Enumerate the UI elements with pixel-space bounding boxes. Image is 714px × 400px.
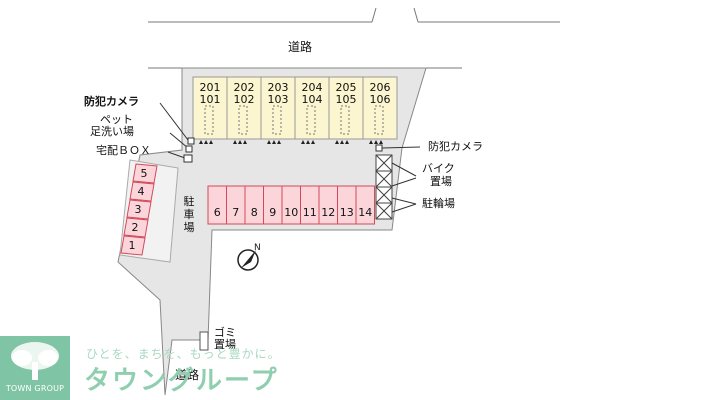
unit-lower-label: 105 (335, 93, 357, 106)
leader-line (167, 151, 186, 159)
unit-lower-label: 101 (199, 93, 221, 106)
logo-tagline: ひとを、まちを、もっと豊かに。 (86, 347, 281, 361)
road-edge-line (413, 7, 419, 23)
side-parking-space (132, 163, 158, 184)
unit-stairs (340, 105, 350, 135)
side-parking-space-number: 2 (131, 221, 139, 234)
camera-left-fixture (187, 137, 195, 145)
entrance-marker (233, 140, 237, 144)
road-edge-line (371, 7, 377, 23)
garbage-area (199, 331, 209, 351)
bike-parking-label-2: 置場 (430, 175, 452, 188)
side-parking-space-number: 5 (140, 167, 148, 180)
logo-name: タウングループ (84, 366, 279, 396)
bike-parking-boxes (375, 154, 393, 220)
entrance-marker (379, 140, 383, 144)
parking-space-number: 10 (284, 206, 299, 219)
side-parking-space-number: 3 (134, 203, 142, 216)
pet-wash-label-2: 足洗い場 (90, 125, 134, 138)
unit-lower-label: 102 (233, 93, 255, 106)
leader-line (391, 162, 417, 177)
unit-stairs (272, 105, 282, 135)
side-parking-space (129, 181, 155, 202)
road-bottom-label: 道路 (175, 368, 200, 382)
parking-space-number: 11 (302, 206, 317, 219)
entrance-marker (311, 140, 315, 144)
leader-line (391, 177, 417, 187)
pet-wash-fixture (185, 145, 193, 153)
parking-space (355, 185, 375, 225)
unit-upper-label: 205 (335, 81, 357, 94)
entrance-marker (267, 140, 271, 144)
unit-upper-label: 202 (233, 81, 255, 94)
leader-line (391, 197, 417, 205)
svg-text:N: N (254, 243, 261, 253)
leader-line (391, 203, 417, 213)
side-parking-space (120, 235, 146, 256)
entrance-marker (369, 140, 373, 144)
pet-wash-label-1: ペット (100, 113, 133, 126)
bike-parking-label-1: バイク (422, 162, 455, 175)
garbage-area-label: ゴミ置場 (214, 326, 236, 351)
parking-space-number: 6 (213, 206, 221, 219)
unit-stairs (204, 105, 214, 135)
parking-space-number: 7 (232, 206, 240, 219)
parking-space-number: 9 (269, 206, 277, 219)
side-parking-space-number: 1 (128, 239, 136, 252)
entrance-marker (204, 140, 208, 144)
camera-right-label: 防犯カメラ (428, 140, 483, 153)
unit-stairs (238, 105, 248, 135)
parking-space-number: 13 (339, 206, 354, 219)
delivery-box-fixture (183, 154, 193, 163)
entrance-marker (277, 140, 281, 144)
entrance-marker (209, 140, 213, 144)
tree-logo-icon (11, 342, 59, 380)
unit-stairs (374, 105, 384, 135)
entrance-marker (238, 140, 242, 144)
logo-caption: TOWN GROUP (5, 384, 65, 393)
unit-lower-label: 106 (369, 93, 391, 106)
unit-upper-label: 201 (199, 81, 221, 94)
side-parking-space (123, 217, 149, 238)
entrance-marker (335, 140, 339, 144)
town-group-logo (0, 336, 70, 400)
leader-line (169, 132, 189, 149)
entrance-marker (243, 140, 247, 144)
unit-upper-label: 204 (301, 81, 323, 94)
bicycle-parking-label: 駐輪場 (422, 197, 455, 210)
entrance-marker (340, 140, 344, 144)
parking-area-label: 駐車場 (183, 195, 195, 234)
parking-space-number: 14 (358, 206, 373, 219)
camera-left-label: 防犯カメラ (84, 95, 139, 108)
leader-line (381, 146, 421, 149)
unit-stairs (306, 105, 316, 135)
leader-line (159, 102, 189, 141)
entrance-marker (199, 140, 203, 144)
north-compass-icon: N (237, 243, 261, 271)
entrance-marker (301, 140, 305, 144)
entrance-marker (345, 140, 349, 144)
delivery-box-label: 宅配ＢＯＸ (96, 144, 151, 157)
entrance-marker (306, 140, 310, 144)
unit-lower-label: 103 (267, 93, 289, 106)
parking-space-number: 12 (321, 206, 336, 219)
lot-area (117, 67, 427, 396)
entrance-marker (272, 140, 276, 144)
entrance-marker (374, 140, 378, 144)
unit-lower-label: 104 (301, 93, 323, 106)
unit-upper-label: 206 (369, 81, 391, 94)
parking-space-number: 8 (250, 206, 258, 219)
side-parking-space-number: 4 (137, 185, 145, 198)
camera-right-fixture (375, 144, 383, 152)
unit-upper-label: 203 (267, 81, 289, 94)
side-parking-space (126, 199, 152, 220)
road-top-label: 道路 (288, 40, 313, 54)
